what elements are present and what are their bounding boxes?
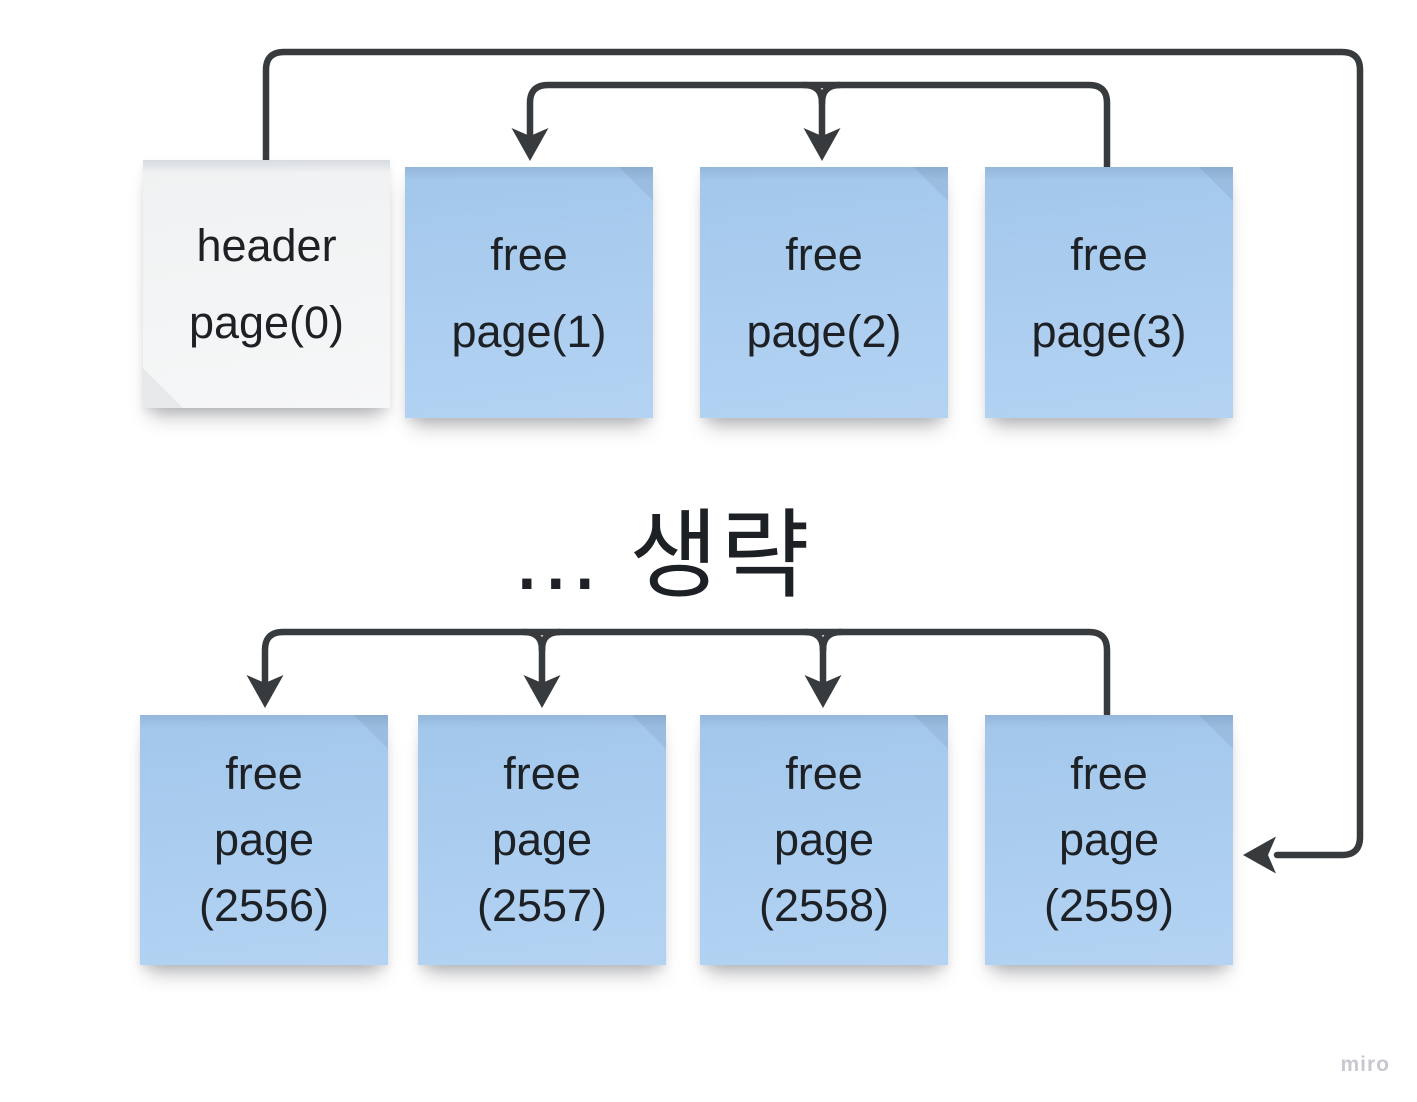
sticky-note-free-page2557[interactable]: free page (2557) — [418, 715, 666, 965]
note-line: free — [225, 748, 303, 799]
note-text: free page(3) — [985, 216, 1233, 370]
sticky-note-free-page3[interactable]: free page(3) — [985, 167, 1233, 418]
note-text: header page(0) — [143, 207, 390, 361]
note-line: page(1) — [451, 305, 607, 357]
note-line: free — [490, 228, 568, 280]
arrowhead-down-icon — [803, 128, 841, 161]
note-line: free — [1070, 228, 1148, 280]
note-text: free page (2556) — [140, 741, 388, 939]
arrowhead-down-icon — [246, 675, 284, 708]
note-line: page(0) — [188, 297, 345, 348]
note-line: free — [503, 748, 581, 799]
note-line: free — [785, 748, 863, 799]
note-line: page — [1058, 814, 1160, 865]
sticky-note-free-page2558[interactable]: free page (2558) — [700, 715, 948, 965]
note-line: (2558) — [758, 880, 890, 931]
sticky-note-free-page2559[interactable]: free page (2559) — [985, 715, 1233, 965]
note-line: free — [1070, 748, 1148, 799]
note-line: page — [773, 814, 875, 865]
note-line: page — [213, 814, 315, 865]
note-line: header — [196, 220, 337, 271]
note-line: (2556) — [198, 880, 330, 931]
omitted-label: ... 생략 — [513, 501, 812, 610]
arrowhead-down-icon — [804, 675, 842, 708]
note-line: page(3) — [1031, 305, 1187, 357]
note-line: page(2) — [746, 305, 902, 357]
arrowhead-down-icon — [523, 675, 561, 708]
sticky-note-free-page2556[interactable]: free page (2556) — [140, 715, 388, 965]
connector-bottom-chain[interactable] — [246, 628, 1111, 718]
note-text: free page(1) — [405, 216, 653, 370]
note-text: free page(2) — [700, 216, 948, 370]
note-line: (2559) — [1043, 880, 1175, 931]
arrowhead-down-icon — [511, 128, 549, 161]
sticky-note-header-page0[interactable]: header page(0) — [143, 160, 390, 408]
arrowhead-left-icon — [1243, 836, 1276, 874]
note-line: page — [491, 814, 593, 865]
note-text: free page (2558) — [700, 741, 948, 939]
connector-header-to-2559[interactable] — [262, 48, 1364, 874]
note-line: (2557) — [476, 880, 608, 931]
note-text: free page (2559) — [985, 741, 1233, 939]
note-line: free — [785, 228, 863, 280]
sticky-note-free-page2[interactable]: free page(2) — [700, 167, 948, 418]
miro-watermark: miro — [1340, 1053, 1390, 1076]
note-text: free page (2557) — [418, 741, 666, 939]
sticky-note-free-page1[interactable]: free page(1) — [405, 167, 653, 418]
connector-top-chain[interactable] — [511, 81, 1111, 171]
